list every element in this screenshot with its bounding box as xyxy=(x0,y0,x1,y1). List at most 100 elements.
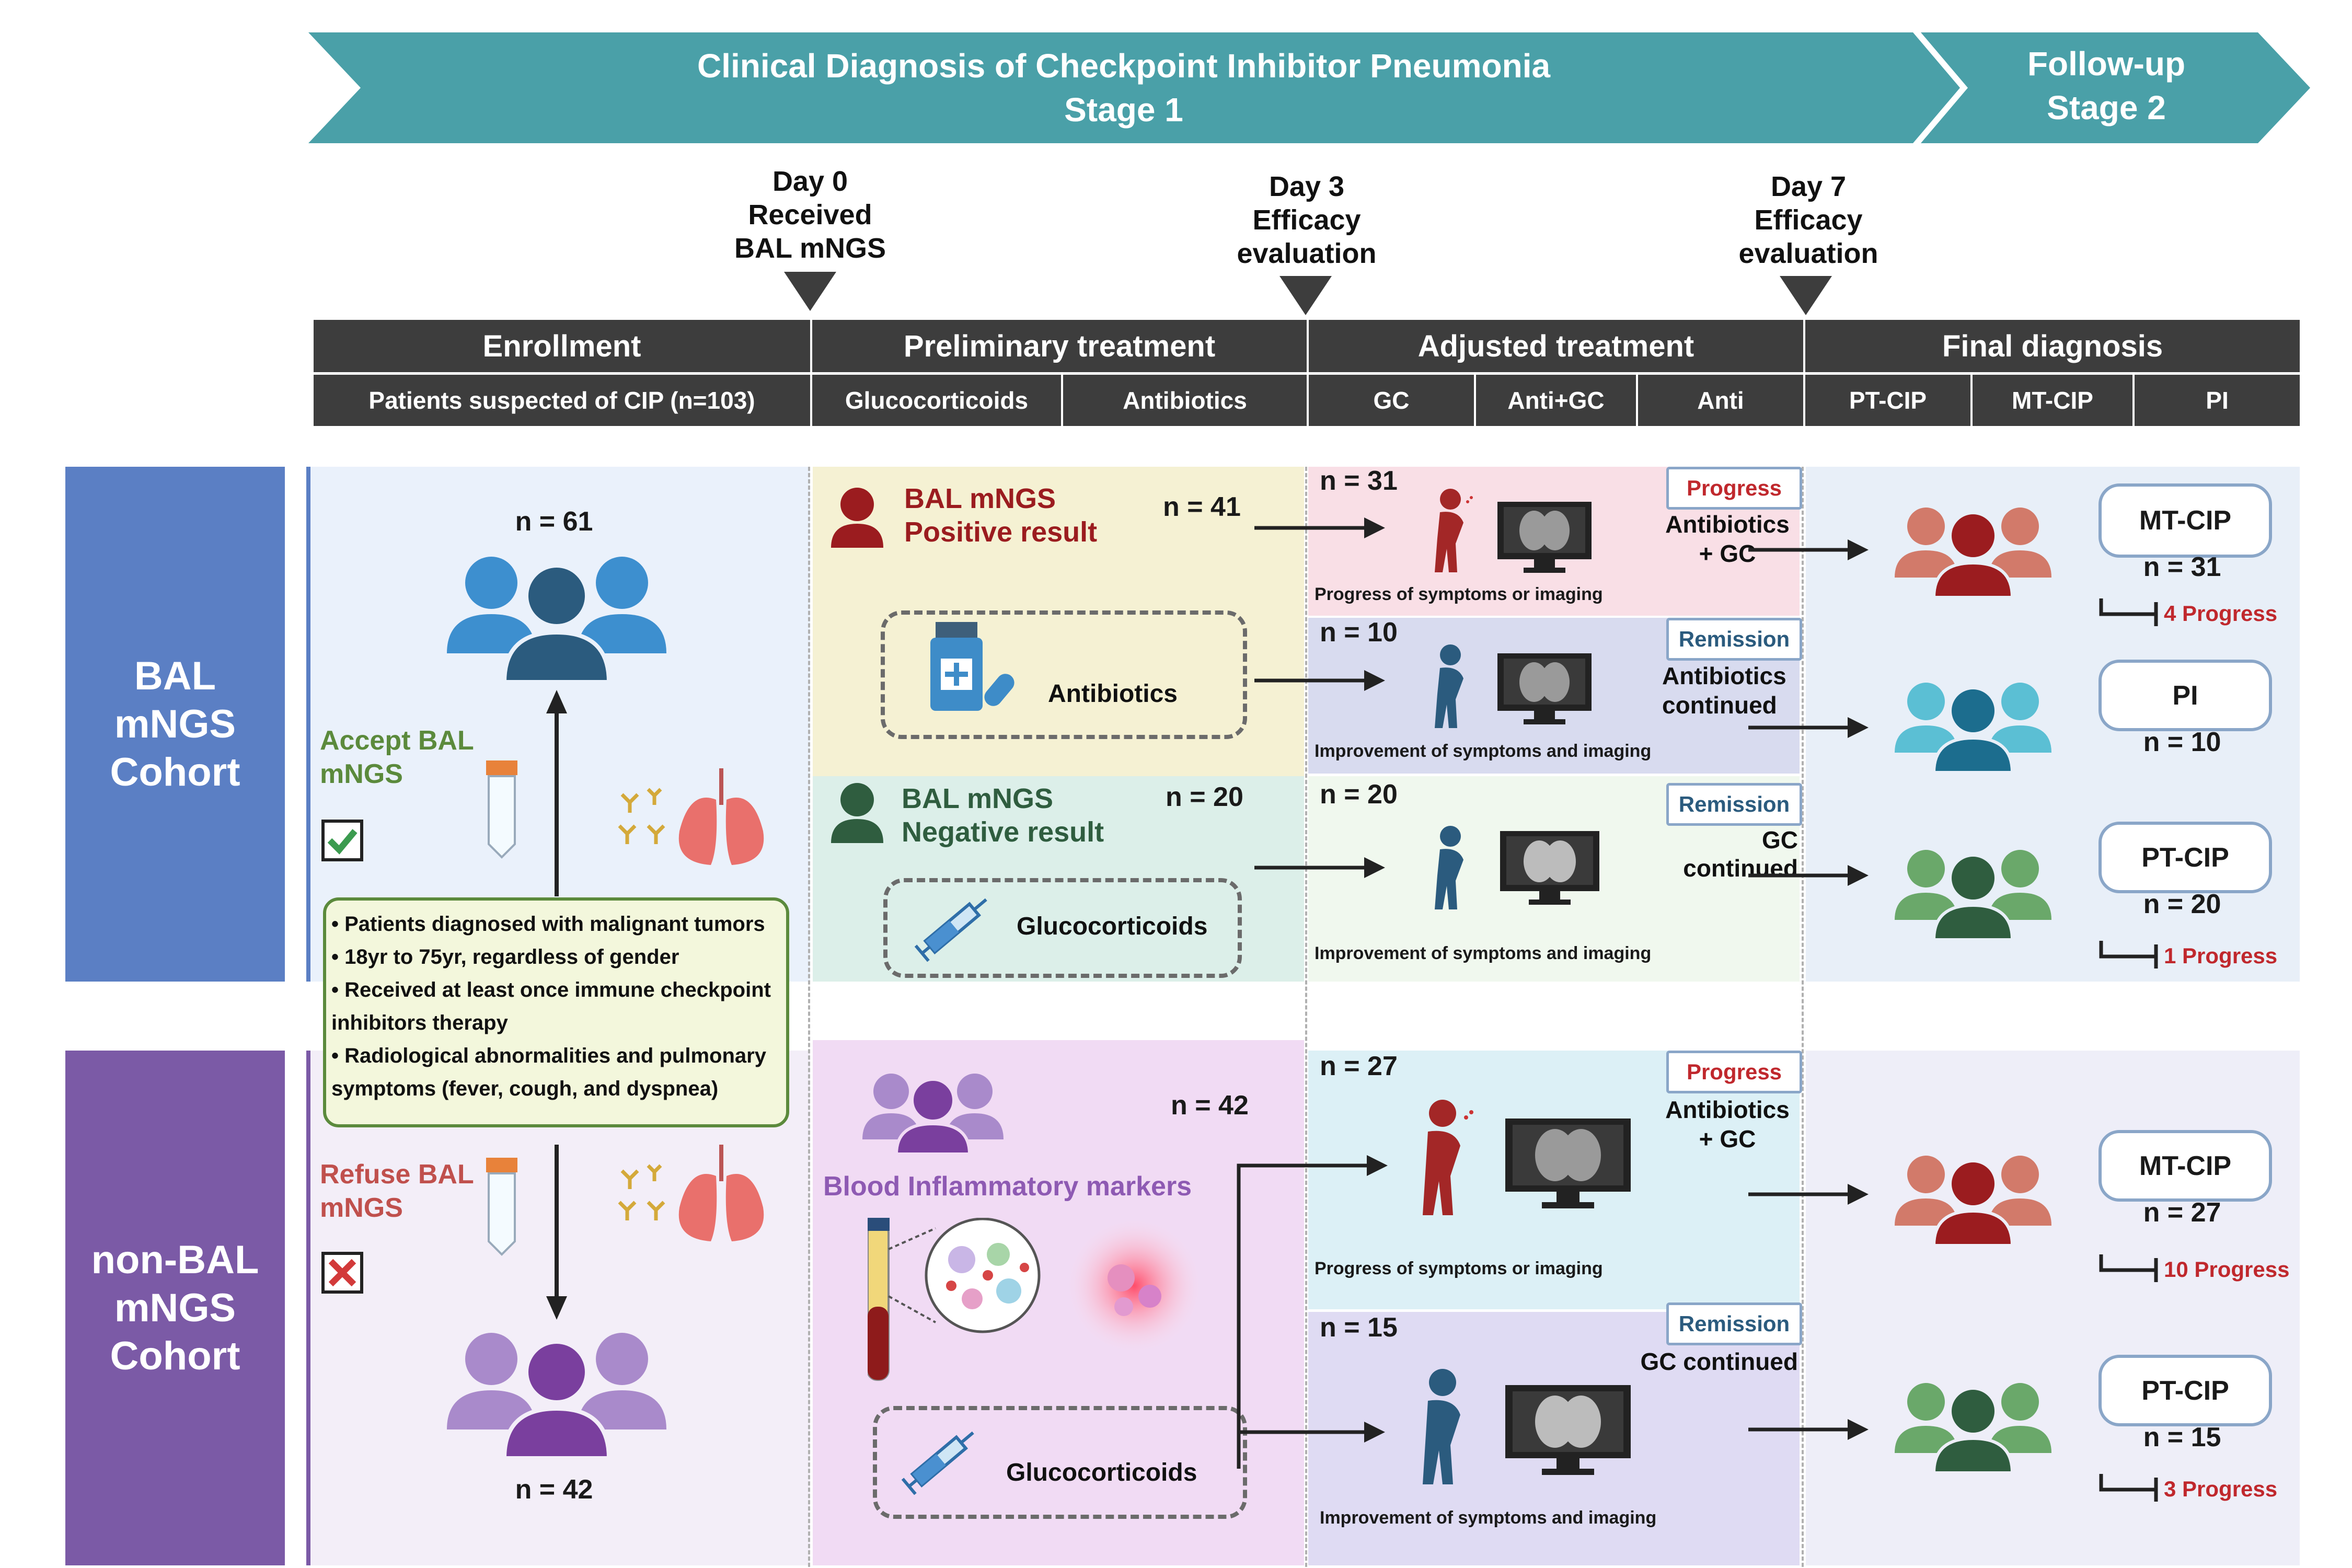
antibiotics-label: Antibiotics xyxy=(1048,680,1178,708)
final-label-f5: PT-CIP xyxy=(2099,1355,2272,1426)
coughing-person-blue-icon xyxy=(1435,826,1463,909)
stage1-arrow xyxy=(308,32,1960,143)
arrow-up-icon xyxy=(546,690,567,896)
lungs-icon xyxy=(678,768,764,865)
stage2-title: Follow-up Stage 2 xyxy=(2027,45,2186,126)
arrow-right-icon xyxy=(1254,670,1385,691)
n-blood: n = 42 xyxy=(1171,1090,1249,1121)
day0-marker-icon xyxy=(784,272,836,311)
patient-group-red-icon xyxy=(1895,1156,2051,1247)
stage-banner xyxy=(308,32,2310,143)
person-positive-icon xyxy=(831,488,883,548)
patient-group-cyan-icon xyxy=(1895,683,2051,774)
n-a1: n = 31 xyxy=(1320,466,1398,496)
arrow-right-icon xyxy=(1254,857,1385,878)
subphase-pt-cip: PT-CIP xyxy=(1803,375,1970,426)
arrow-right-icon xyxy=(1748,717,1869,738)
n-negative: n = 20 xyxy=(1166,782,1243,812)
subphase-gc: GC xyxy=(1307,375,1474,426)
badge-progress: Progress xyxy=(1666,467,1802,510)
n-a3: n = 20 xyxy=(1320,779,1398,810)
n-accept: n = 61 xyxy=(515,506,593,537)
progress-f5: 3 Progress xyxy=(2164,1477,2278,1501)
glucocorticoids-box xyxy=(883,878,1242,978)
nonbal-cohort-label: non-BAL mNGS Cohort xyxy=(65,1051,285,1565)
n-positive: n = 41 xyxy=(1163,492,1241,522)
ct-monitor-icon xyxy=(1505,1385,1631,1475)
nonbal-cohort-rule xyxy=(306,1051,310,1565)
separator-day3 xyxy=(1305,467,1307,1567)
check-icon xyxy=(327,829,358,855)
test-tube-icon xyxy=(486,760,517,859)
subphase-antibiotics: Antibiotics xyxy=(1061,375,1307,426)
syringe-icon xyxy=(914,898,987,962)
criteria-item: • 18yr to 75yr, regardless of gender xyxy=(331,946,679,969)
phase-final: Final diagnosis xyxy=(1803,320,2300,372)
refuse-label: Refuse BAL mNGS xyxy=(320,1159,474,1223)
inflammation-cells-icon xyxy=(1067,1219,1201,1353)
refuse-checkbox xyxy=(321,1252,363,1294)
blood-sample-icon xyxy=(868,1218,1041,1381)
progress-f1: 4 Progress xyxy=(2164,601,2278,626)
glucocorticoids-label: Glucocorticoids xyxy=(1017,913,1208,940)
final-label-f1: MT-CIP xyxy=(2099,483,2272,558)
arrow-right-icon xyxy=(1254,517,1385,538)
n-a4: n = 27 xyxy=(1320,1051,1398,1081)
patient-group-green-icon xyxy=(1895,1383,2051,1474)
subphase-mt-cip: MT-CIP xyxy=(1970,375,2132,426)
glucocorticoids-label-2: Glucocorticoids xyxy=(1006,1459,1197,1486)
criteria-item: • Patients diagnosed with malignant tumo… xyxy=(331,913,765,936)
lungs-icon xyxy=(678,1145,764,1241)
inhibit-bracket-icon xyxy=(2099,598,2158,626)
day3-marker-icon xyxy=(1279,276,1332,315)
coughing-person-blue-icon xyxy=(1435,644,1463,728)
separator-day7 xyxy=(1802,467,1804,1567)
patient-group-purple-icon xyxy=(447,1333,666,1460)
separator-day0 xyxy=(808,467,810,1567)
arrow-right-icon xyxy=(1239,1422,1385,1443)
cross-icon xyxy=(328,1259,356,1287)
caption-a5: Improvement of symptoms and imaging xyxy=(1320,1508,1657,1528)
medicine-bottle-icon xyxy=(930,622,1014,711)
n-f3: n = 20 xyxy=(2143,889,2221,919)
inhibit-bracket-icon xyxy=(2099,941,2158,969)
badge-remission: Remission xyxy=(1666,1302,1802,1345)
subphase-enrollment: Patients suspected of CIP (n=103) xyxy=(314,375,810,426)
person-negative-icon xyxy=(831,783,883,843)
caption-a2: Improvement of symptoms and imaging xyxy=(1315,741,1652,761)
arrow-down-icon xyxy=(546,1145,567,1320)
caption-a3: Improvement of symptoms and imaging xyxy=(1315,943,1652,963)
progress-f4: 10 Progress xyxy=(2164,1257,2290,1282)
coughing-person-red-icon xyxy=(1423,1100,1473,1215)
patient-group-blue-icon xyxy=(447,557,666,684)
subphase-anti: Anti xyxy=(1636,375,1803,426)
syringe-icon xyxy=(901,1431,974,1495)
action-a5: GC continued xyxy=(1640,1348,1798,1375)
criteria-item: • Received at least once immune checkpoi… xyxy=(331,978,771,1034)
n-refuse: n = 42 xyxy=(515,1474,593,1505)
phase-adjusted: Adjusted treatment xyxy=(1307,320,1803,372)
positive-label: BAL mNGS Positive result xyxy=(904,483,1098,548)
patient-group-purple-small-icon xyxy=(862,1074,1004,1155)
subphase-glucocorticoids: Glucocorticoids xyxy=(810,375,1061,426)
antibody-icon xyxy=(618,788,665,844)
n-f1: n = 31 xyxy=(2143,552,2221,582)
bal-cohort-label: BAL mNGS Cohort xyxy=(65,467,285,982)
accept-checkbox xyxy=(321,820,363,861)
stage1-title: Clinical Diagnosis of Checkpoint Inhibit… xyxy=(697,47,1551,129)
day7-marker-icon xyxy=(1780,276,1832,315)
n-f4: n = 27 xyxy=(2143,1197,2221,1228)
arrow-right-icon xyxy=(1748,1419,1869,1440)
ct-monitor-icon xyxy=(1500,831,1599,905)
coughing-person-red-icon xyxy=(1435,489,1473,572)
phase-preliminary: Preliminary treatment xyxy=(810,320,1307,372)
negative-label: BAL mNGS Negative result xyxy=(902,783,1104,848)
inhibit-bracket-icon xyxy=(2099,1254,2158,1282)
enroll-bal-bg xyxy=(310,467,810,982)
arrow-right-icon xyxy=(1748,1184,1869,1205)
progress-f3: 1 Progress xyxy=(2164,943,2278,968)
bal-cohort-rule xyxy=(306,467,310,982)
